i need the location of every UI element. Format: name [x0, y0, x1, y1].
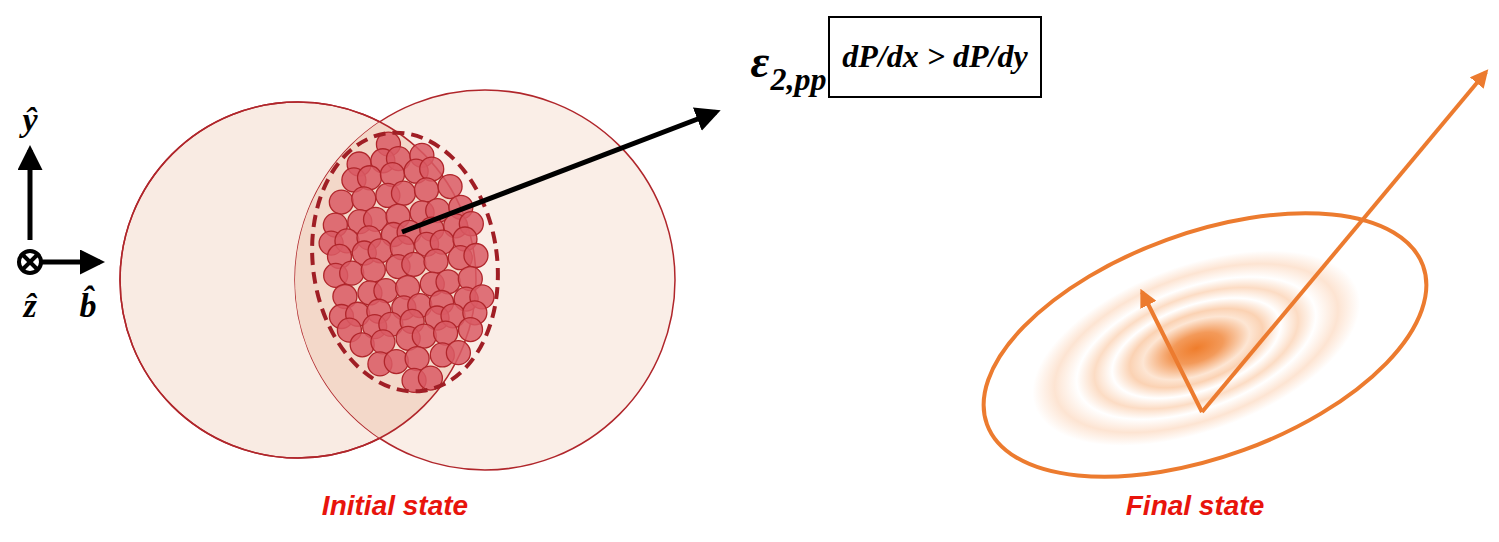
flow-major-axis-arrow [1202, 72, 1486, 412]
b-axis [38, 260, 100, 265]
z-axis-symbol [19, 251, 41, 273]
nucleon [329, 190, 353, 214]
nucleon [420, 157, 444, 181]
y-axis [28, 150, 33, 240]
axes [19, 150, 100, 273]
participant-region-outline [296, 120, 514, 403]
panel-caption: Initial state [322, 491, 468, 522]
nucleon [361, 258, 385, 282]
nucleon [424, 249, 448, 273]
panel-caption: Final state [1126, 491, 1264, 522]
nucleon [464, 243, 488, 267]
participant-nucleons [319, 132, 494, 392]
nucleon [402, 252, 426, 276]
axis-label: ẑ [23, 287, 36, 324]
nucleus-left [120, 102, 476, 458]
final-state-medium [949, 160, 1462, 529]
nucleon [340, 261, 364, 285]
eccentricity-subscript: 2,pp [770, 62, 826, 97]
nucleon [412, 324, 436, 348]
nucleon [458, 318, 482, 342]
nucleon [384, 350, 408, 374]
nucleon [358, 166, 382, 190]
overlap-region [120, 102, 476, 458]
axis-label: ŷ [22, 101, 37, 138]
axis-label: b̂ [80, 287, 97, 324]
eccentricity-symbol: ε [751, 37, 770, 88]
nucleon [350, 333, 374, 357]
eccentricity-arrow [402, 112, 716, 232]
nuclei [120, 90, 675, 470]
nucleon [446, 341, 470, 365]
condition-box: dP/dx > dP/dy [828, 16, 1042, 98]
condition-text: dP/dx > dP/dy [842, 39, 1027, 74]
nucleon [391, 181, 415, 205]
flow-minor-axis-arrow [1142, 292, 1202, 412]
